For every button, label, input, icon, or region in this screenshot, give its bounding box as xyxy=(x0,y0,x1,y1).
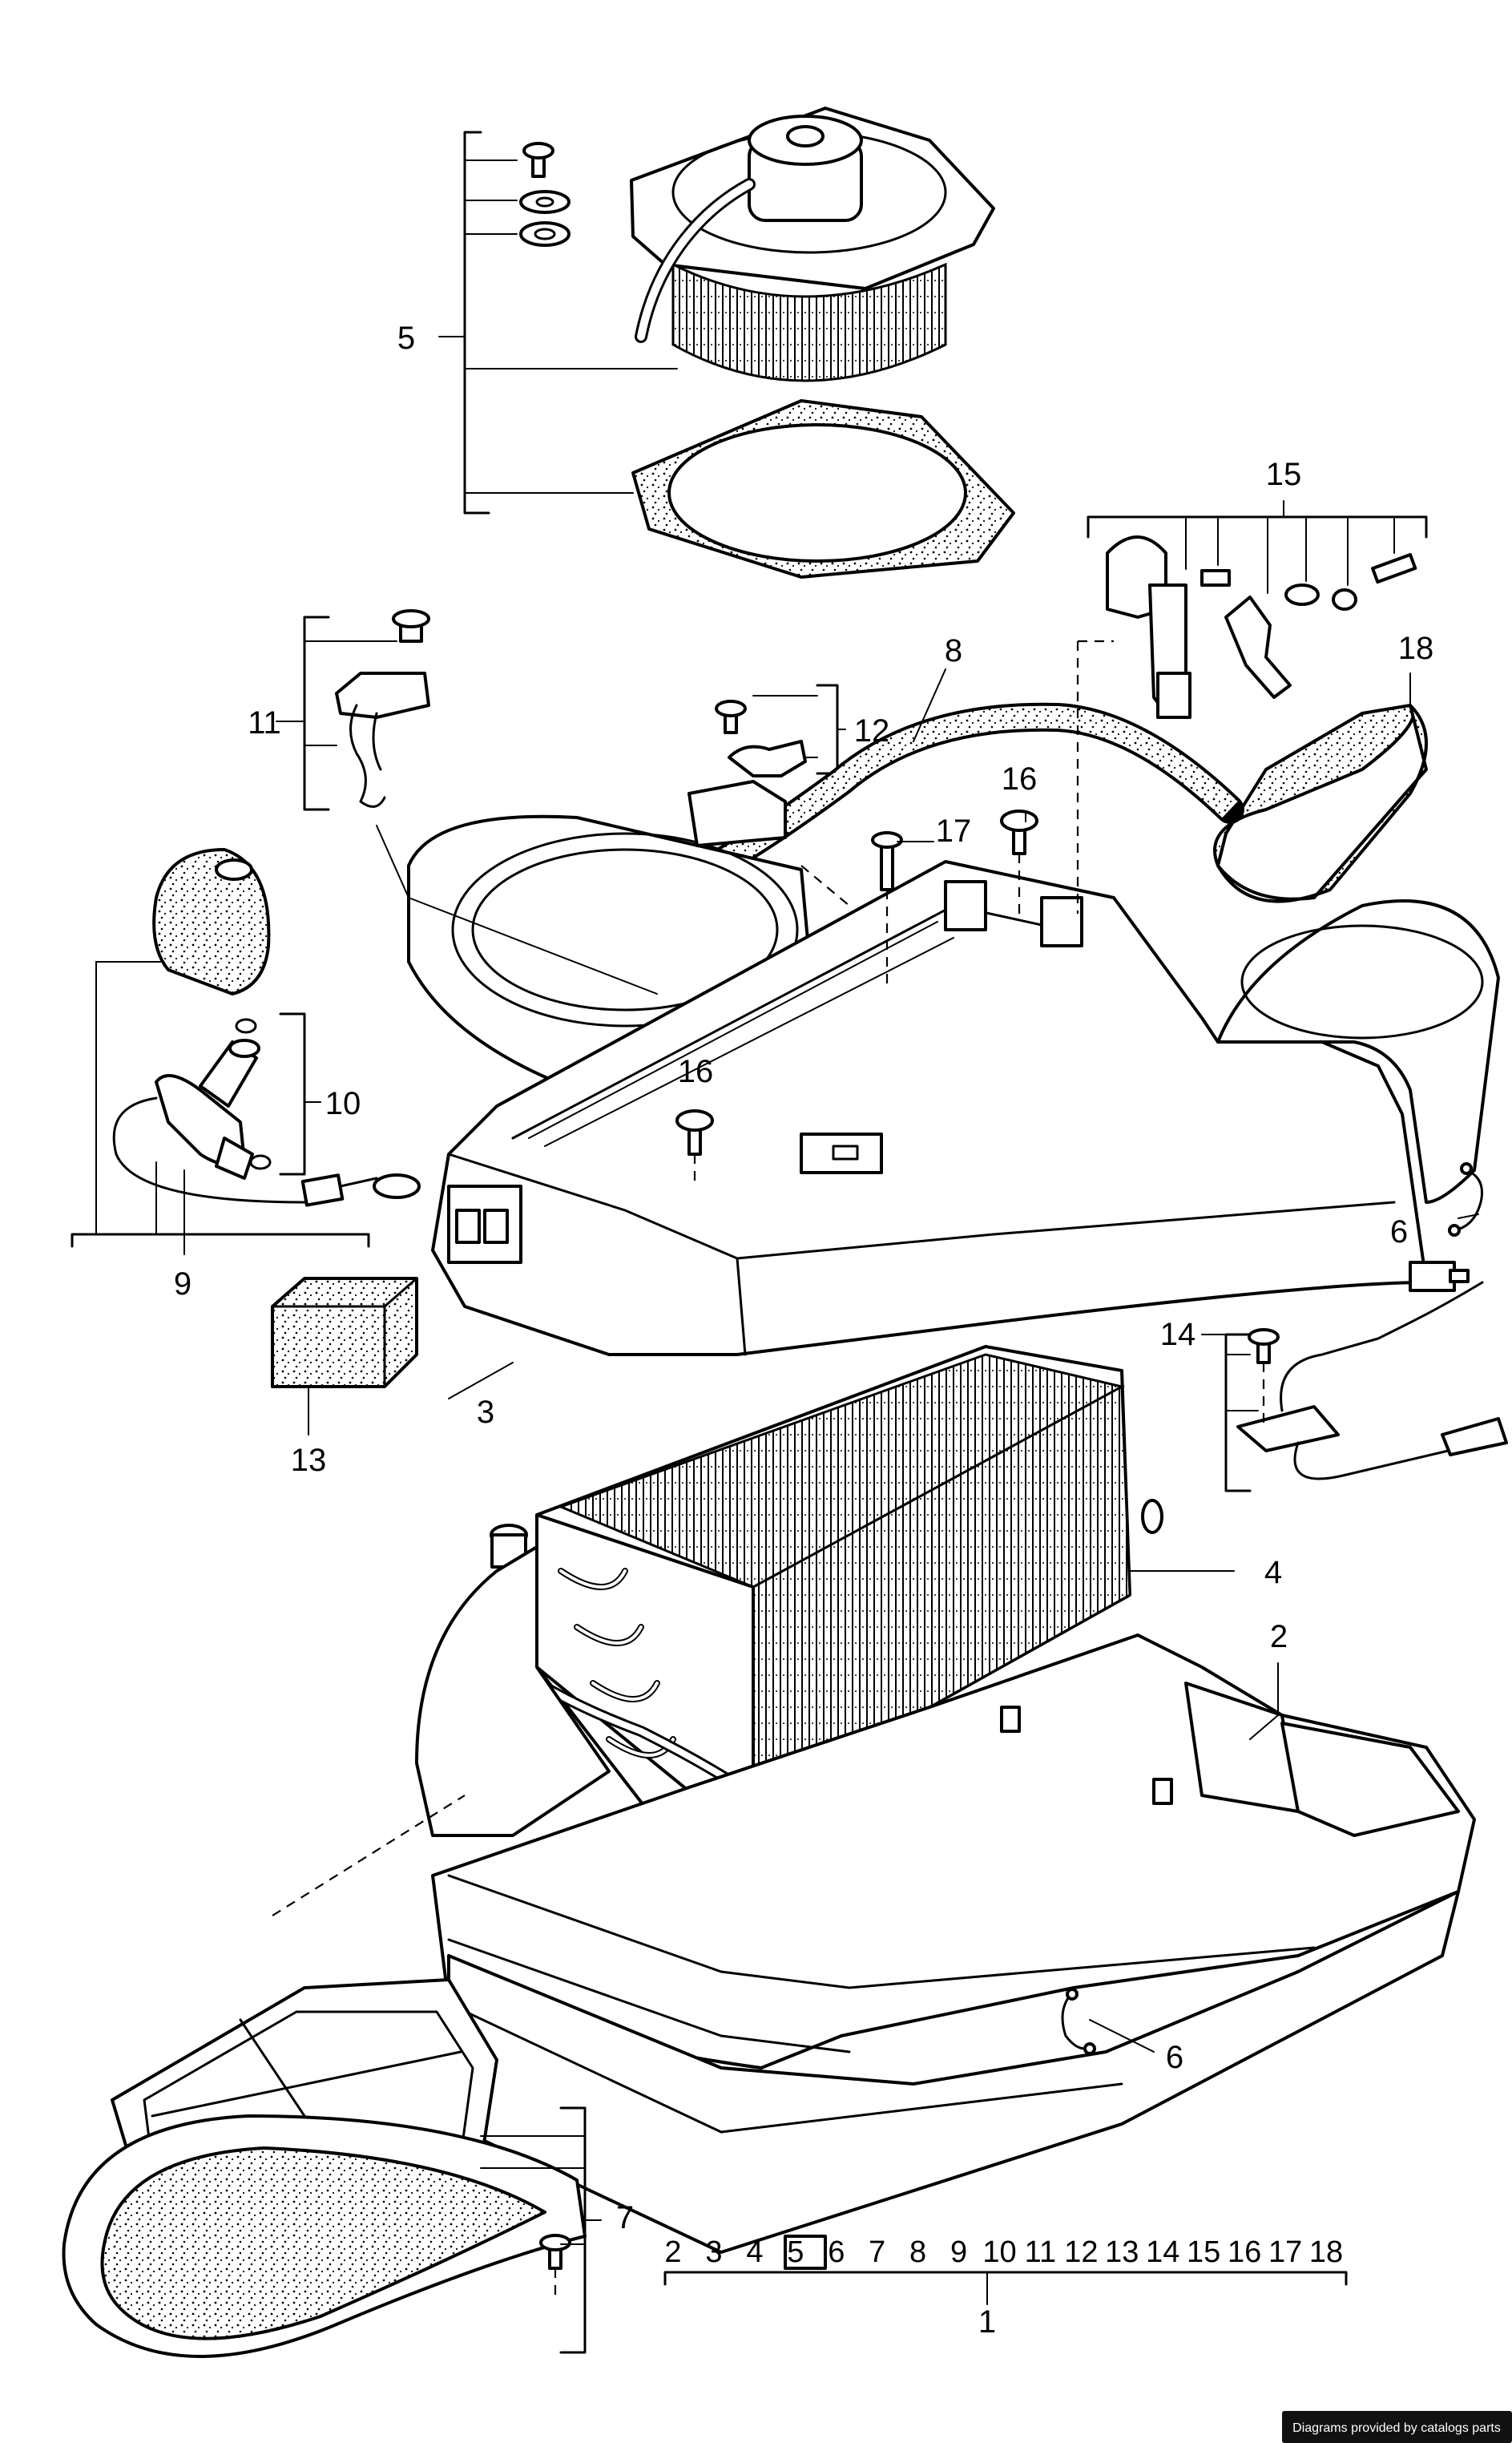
callout-18: 18 xyxy=(1398,631,1434,666)
callout-16-upper: 16 xyxy=(1002,761,1038,797)
callout-17: 17 xyxy=(936,814,972,849)
component-number-18: 18 xyxy=(1309,2235,1343,2269)
component-number-7: 7 xyxy=(869,2235,885,2269)
component-number-15: 15 xyxy=(1187,2235,1220,2269)
callout-8: 8 xyxy=(945,633,962,668)
clip-upper xyxy=(1448,1162,1483,1237)
component-number-12: 12 xyxy=(1064,2235,1098,2269)
callout-12: 12 xyxy=(854,713,890,749)
component-number-11: 11 xyxy=(1025,2235,1056,2269)
clamp-hardware-group xyxy=(1087,500,1428,719)
component-number-16: 16 xyxy=(1228,2235,1261,2269)
component-number-5: 5 xyxy=(787,2235,804,2269)
callout-1: 1 xyxy=(978,2304,996,2340)
expansion-valve-group xyxy=(71,848,421,1255)
duct-seal xyxy=(1213,672,1428,903)
callout-6-upper: 6 xyxy=(1390,1214,1408,1250)
component-number-4: 4 xyxy=(746,2235,763,2269)
thermostat-sensor-group xyxy=(1201,1261,1508,1492)
callout-3: 3 xyxy=(477,1395,494,1430)
credit-badge: Diagrams provided by catalogs parts xyxy=(1282,2411,1512,2443)
callout-14: 14 xyxy=(1160,1317,1196,1352)
callout-6-lower: 6 xyxy=(1166,2040,1183,2075)
upper-housing xyxy=(407,780,1500,1356)
foam-block xyxy=(271,1277,418,1436)
callout-16-lower: 16 xyxy=(678,1054,714,1089)
callout-15: 15 xyxy=(1266,457,1302,492)
callout-11: 11 xyxy=(248,705,281,741)
component-number-6: 6 xyxy=(828,2235,845,2269)
callout-9: 9 xyxy=(174,1266,192,1302)
leader-lines xyxy=(448,668,1479,2053)
component-number-13: 13 xyxy=(1105,2235,1139,2269)
callout-2: 2 xyxy=(1270,1619,1288,1654)
clip-lower xyxy=(1061,1988,1096,2055)
assembly-guide-lines xyxy=(272,640,1265,2300)
evaporator-core xyxy=(455,1345,1163,1847)
component-number-3: 3 xyxy=(705,2235,722,2269)
lower-housing xyxy=(415,1545,1476,2270)
blower-motor-assembly xyxy=(438,107,1015,579)
callout-5: 5 xyxy=(397,321,415,356)
bracket-with-screw xyxy=(715,684,846,777)
callout-7: 7 xyxy=(616,2200,634,2235)
credit-text: Diagrams provided by catalogs parts xyxy=(1292,2421,1501,2435)
assembly-1-bracket xyxy=(663,2271,1348,2286)
blower-resistor xyxy=(276,609,430,811)
component-number-9: 9 xyxy=(950,2235,967,2269)
callout-13: 13 xyxy=(291,1443,327,1478)
filter-and-frame xyxy=(62,1978,602,2358)
component-number-14: 14 xyxy=(1146,2235,1179,2269)
component-number-10: 10 xyxy=(982,2235,1016,2269)
callout-4: 4 xyxy=(1264,1555,1282,1590)
callout-10: 10 xyxy=(325,1086,361,1121)
component-number-8: 8 xyxy=(909,2235,926,2269)
callout-labels: 1 2 3 4 5 6 6 7 8 9 10 11 12 13 14 15 16… xyxy=(174,321,1433,2340)
component-number-17: 17 xyxy=(1268,2235,1302,2269)
component-number-2: 2 xyxy=(664,2235,681,2269)
